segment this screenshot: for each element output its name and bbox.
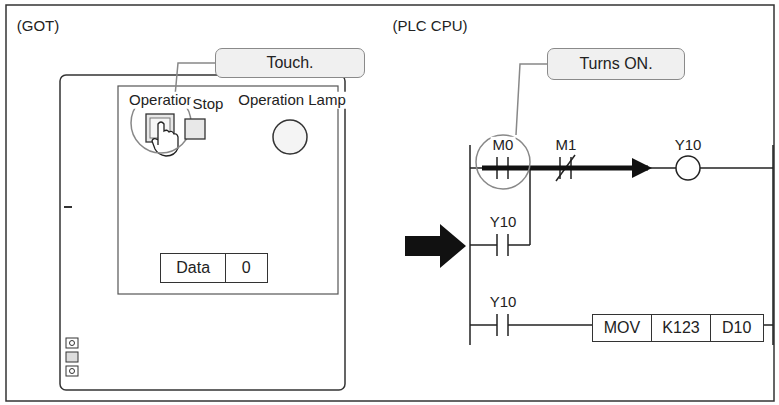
leader-line (516, 64, 547, 135)
device-label: (PLC CPU) (390, 18, 469, 35)
device-name: M1 (554, 137, 579, 154)
cell-text: MOV (593, 315, 651, 341)
callout-box: Touch. (215, 48, 365, 78)
cell-text: 0 (225, 254, 266, 282)
operation-lamp (273, 120, 307, 154)
device-name: Y10 (488, 214, 519, 231)
stop-button (185, 119, 205, 139)
instruction-box: MOVK123D10 (592, 314, 764, 342)
callout-text: Turns ON. (579, 55, 652, 73)
cell-text: Data (161, 254, 225, 282)
highlight-circle (476, 135, 530, 189)
power-flow-arrow (482, 166, 648, 171)
button-label: Operation (127, 92, 197, 109)
ladder-diagram (470, 145, 773, 345)
callout-text: Touch. (266, 54, 313, 72)
cell-text: D10 (710, 315, 762, 341)
device-label: (GOT) (15, 18, 62, 35)
device-name: M0 (491, 137, 516, 154)
button-label: Stop (191, 96, 226, 113)
device-name: Y10 (488, 294, 519, 311)
got-device (60, 75, 345, 390)
transfer-arrow (405, 224, 466, 268)
cell-text: K123 (651, 315, 711, 341)
frame (6, 5, 774, 401)
lamp-label: Operation Lamp (236, 92, 348, 109)
callout-box: Turns ON. (547, 48, 685, 80)
data-display: Data0 (160, 253, 268, 283)
device-name: Y10 (673, 137, 704, 154)
